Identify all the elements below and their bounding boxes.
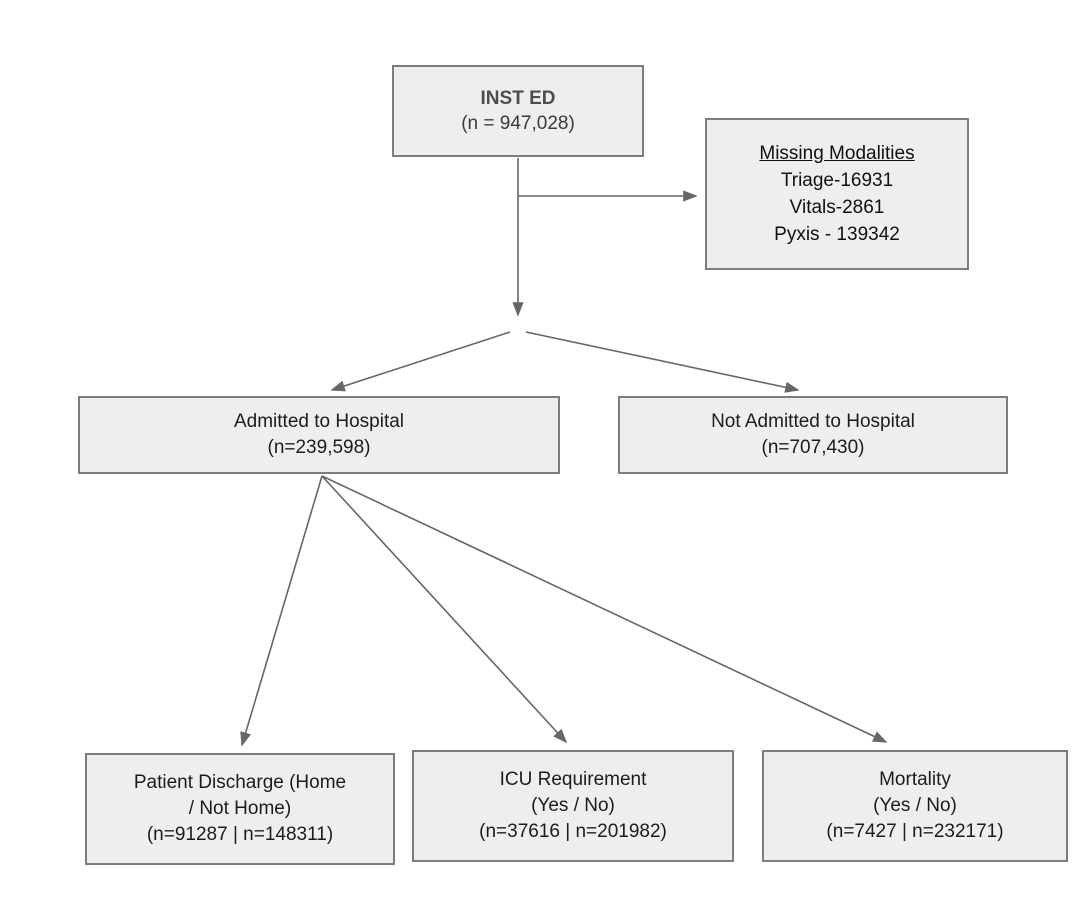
connector-admitted-to-mortality (321, 475, 888, 743)
mortality-title: Mortality (879, 769, 951, 790)
node-mortality: Mortality (Yes / No) (n=7427 | n=232171) (762, 750, 1068, 862)
mortality-counts: (n=7427 | n=232171) (826, 821, 1004, 842)
not-admitted-title: Not Admitted to Hospital (711, 411, 915, 432)
missing-modalities-item-vitals: Vitals-2861 (789, 197, 885, 218)
patient-discharge-title-line1: Patient Discharge (Home (133, 772, 347, 793)
connector-admitted-to-discharge (240, 475, 323, 747)
inst-ed-count: (n = 947,028) (461, 113, 575, 134)
patient-discharge-title-line2: / Not Home) (188, 798, 292, 819)
admitted-title: Admitted to Hospital (233, 411, 405, 432)
node-patient-discharge: Patient Discharge (Home / Not Home) (n=9… (85, 753, 395, 865)
missing-modalities-item-triage: Triage-16931 (780, 170, 894, 191)
mortality-options: (Yes / No) (873, 795, 957, 816)
icu-requirement-options: (Yes / No) (531, 795, 615, 816)
node-admitted: Admitted to Hospital (n=239,598) (78, 396, 560, 474)
node-icu-requirement: ICU Requirement (Yes / No) (n=37616 | n=… (412, 750, 734, 862)
icu-requirement-title: ICU Requirement (499, 769, 647, 790)
not-admitted-count: (n=707,430) (761, 437, 865, 458)
patient-discharge-counts: (n=91287 | n=148311) (146, 824, 334, 845)
inst-ed-title: INST ED (480, 88, 556, 109)
connector-split-to-not-admitted (525, 331, 800, 393)
missing-modalities-title: Missing Modalities (759, 143, 915, 164)
node-missing-modalities: Missing Modalities Triage-16931 Vitals-2… (705, 118, 969, 270)
node-not-admitted: Not Admitted to Hospital (n=707,430) (618, 396, 1008, 474)
admitted-count: (n=239,598) (267, 437, 371, 458)
node-inst-ed: INST ED (n = 947,028) (392, 65, 644, 157)
connector-split-to-admitted (330, 331, 511, 392)
connector-admitted-to-icu (321, 475, 568, 744)
icu-requirement-counts: (n=37616 | n=201982) (479, 821, 667, 842)
missing-modalities-item-pyxis: Pyxis - 139342 (774, 224, 900, 245)
